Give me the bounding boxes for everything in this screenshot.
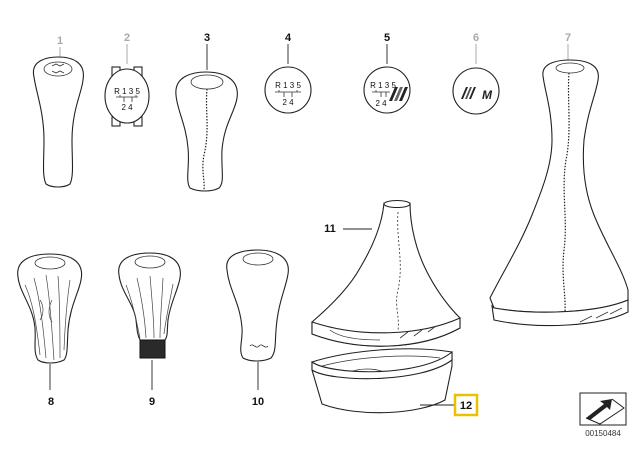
part-6[interactable]: 6 M: [452, 32, 500, 115]
diagram-reference: 00150484: [579, 392, 627, 438]
part-number-8: 8: [48, 396, 54, 408]
emblem-6-letter: M: [482, 88, 493, 102]
part-4[interactable]: 4 R 1 3 5 2 4: [264, 32, 312, 114]
frame-12-body: [311, 348, 453, 414]
shift-pattern-4-top: R 1 3 5: [275, 81, 301, 90]
part-12[interactable]: 12: [311, 348, 479, 417]
knob-1-body: [32, 56, 84, 188]
part-5[interactable]: 5 R 1 3 5 2 4: [363, 32, 411, 114]
part-number-10: 10: [252, 396, 264, 408]
part-number-1: 1: [57, 35, 63, 47]
part-number-3: 3: [204, 32, 210, 44]
emblem-5-disc: [363, 66, 411, 114]
part-number-9: 9: [149, 396, 155, 408]
emblem-6-disc: [452, 67, 500, 115]
knob-3-seam: [202, 88, 208, 191]
part-number-12: 12: [460, 400, 472, 412]
part-number-6: 6: [473, 32, 479, 44]
shift-pattern-4-bottom: 2 4: [282, 98, 294, 107]
shift-pattern-2-top: R 1 3 5: [114, 87, 140, 96]
boot-7-body: [489, 59, 629, 313]
part-3[interactable]: 3: [175, 32, 238, 192]
part-number-5: 5: [384, 32, 390, 44]
knob-1-top: [43, 61, 73, 77]
m-emblem-icon: [461, 87, 476, 99]
insert-2-disc: [104, 68, 150, 124]
doc-code: 00150484: [585, 429, 621, 438]
part-12-highlight-box: [453, 393, 479, 417]
part-9[interactable]: 9: [118, 252, 181, 408]
emblem-4-disc: [264, 66, 312, 114]
part-11[interactable]: 11: [311, 199, 461, 347]
part-10[interactable]: 10: [226, 249, 289, 408]
boot-7-seam: [562, 72, 570, 313]
part-number-4: 4: [285, 32, 292, 44]
m-stripes-icon: [389, 87, 408, 101]
shift-pattern-5-top: R 1 3 5: [370, 81, 396, 90]
shift-pattern-5-bottom: 2 4: [375, 99, 387, 108]
part-number-2: 2: [124, 32, 130, 44]
arrow-icon: [585, 398, 625, 425]
knob-9-body: [118, 252, 181, 341]
shift-pattern-2-bottom: 2 4: [121, 103, 133, 112]
part-2[interactable]: 2 R 1 3 5 2 4: [104, 32, 150, 127]
knob-10-body: [226, 249, 289, 362]
part-8[interactable]: 8: [17, 253, 83, 408]
part-1[interactable]: 1: [32, 35, 84, 188]
knob-8-top: [34, 256, 66, 270]
part-number-11: 11: [324, 223, 336, 235]
part-number-7: 7: [565, 32, 571, 44]
knob-9-collar: [139, 339, 166, 359]
part-7[interactable]: 7: [489, 32, 629, 327]
